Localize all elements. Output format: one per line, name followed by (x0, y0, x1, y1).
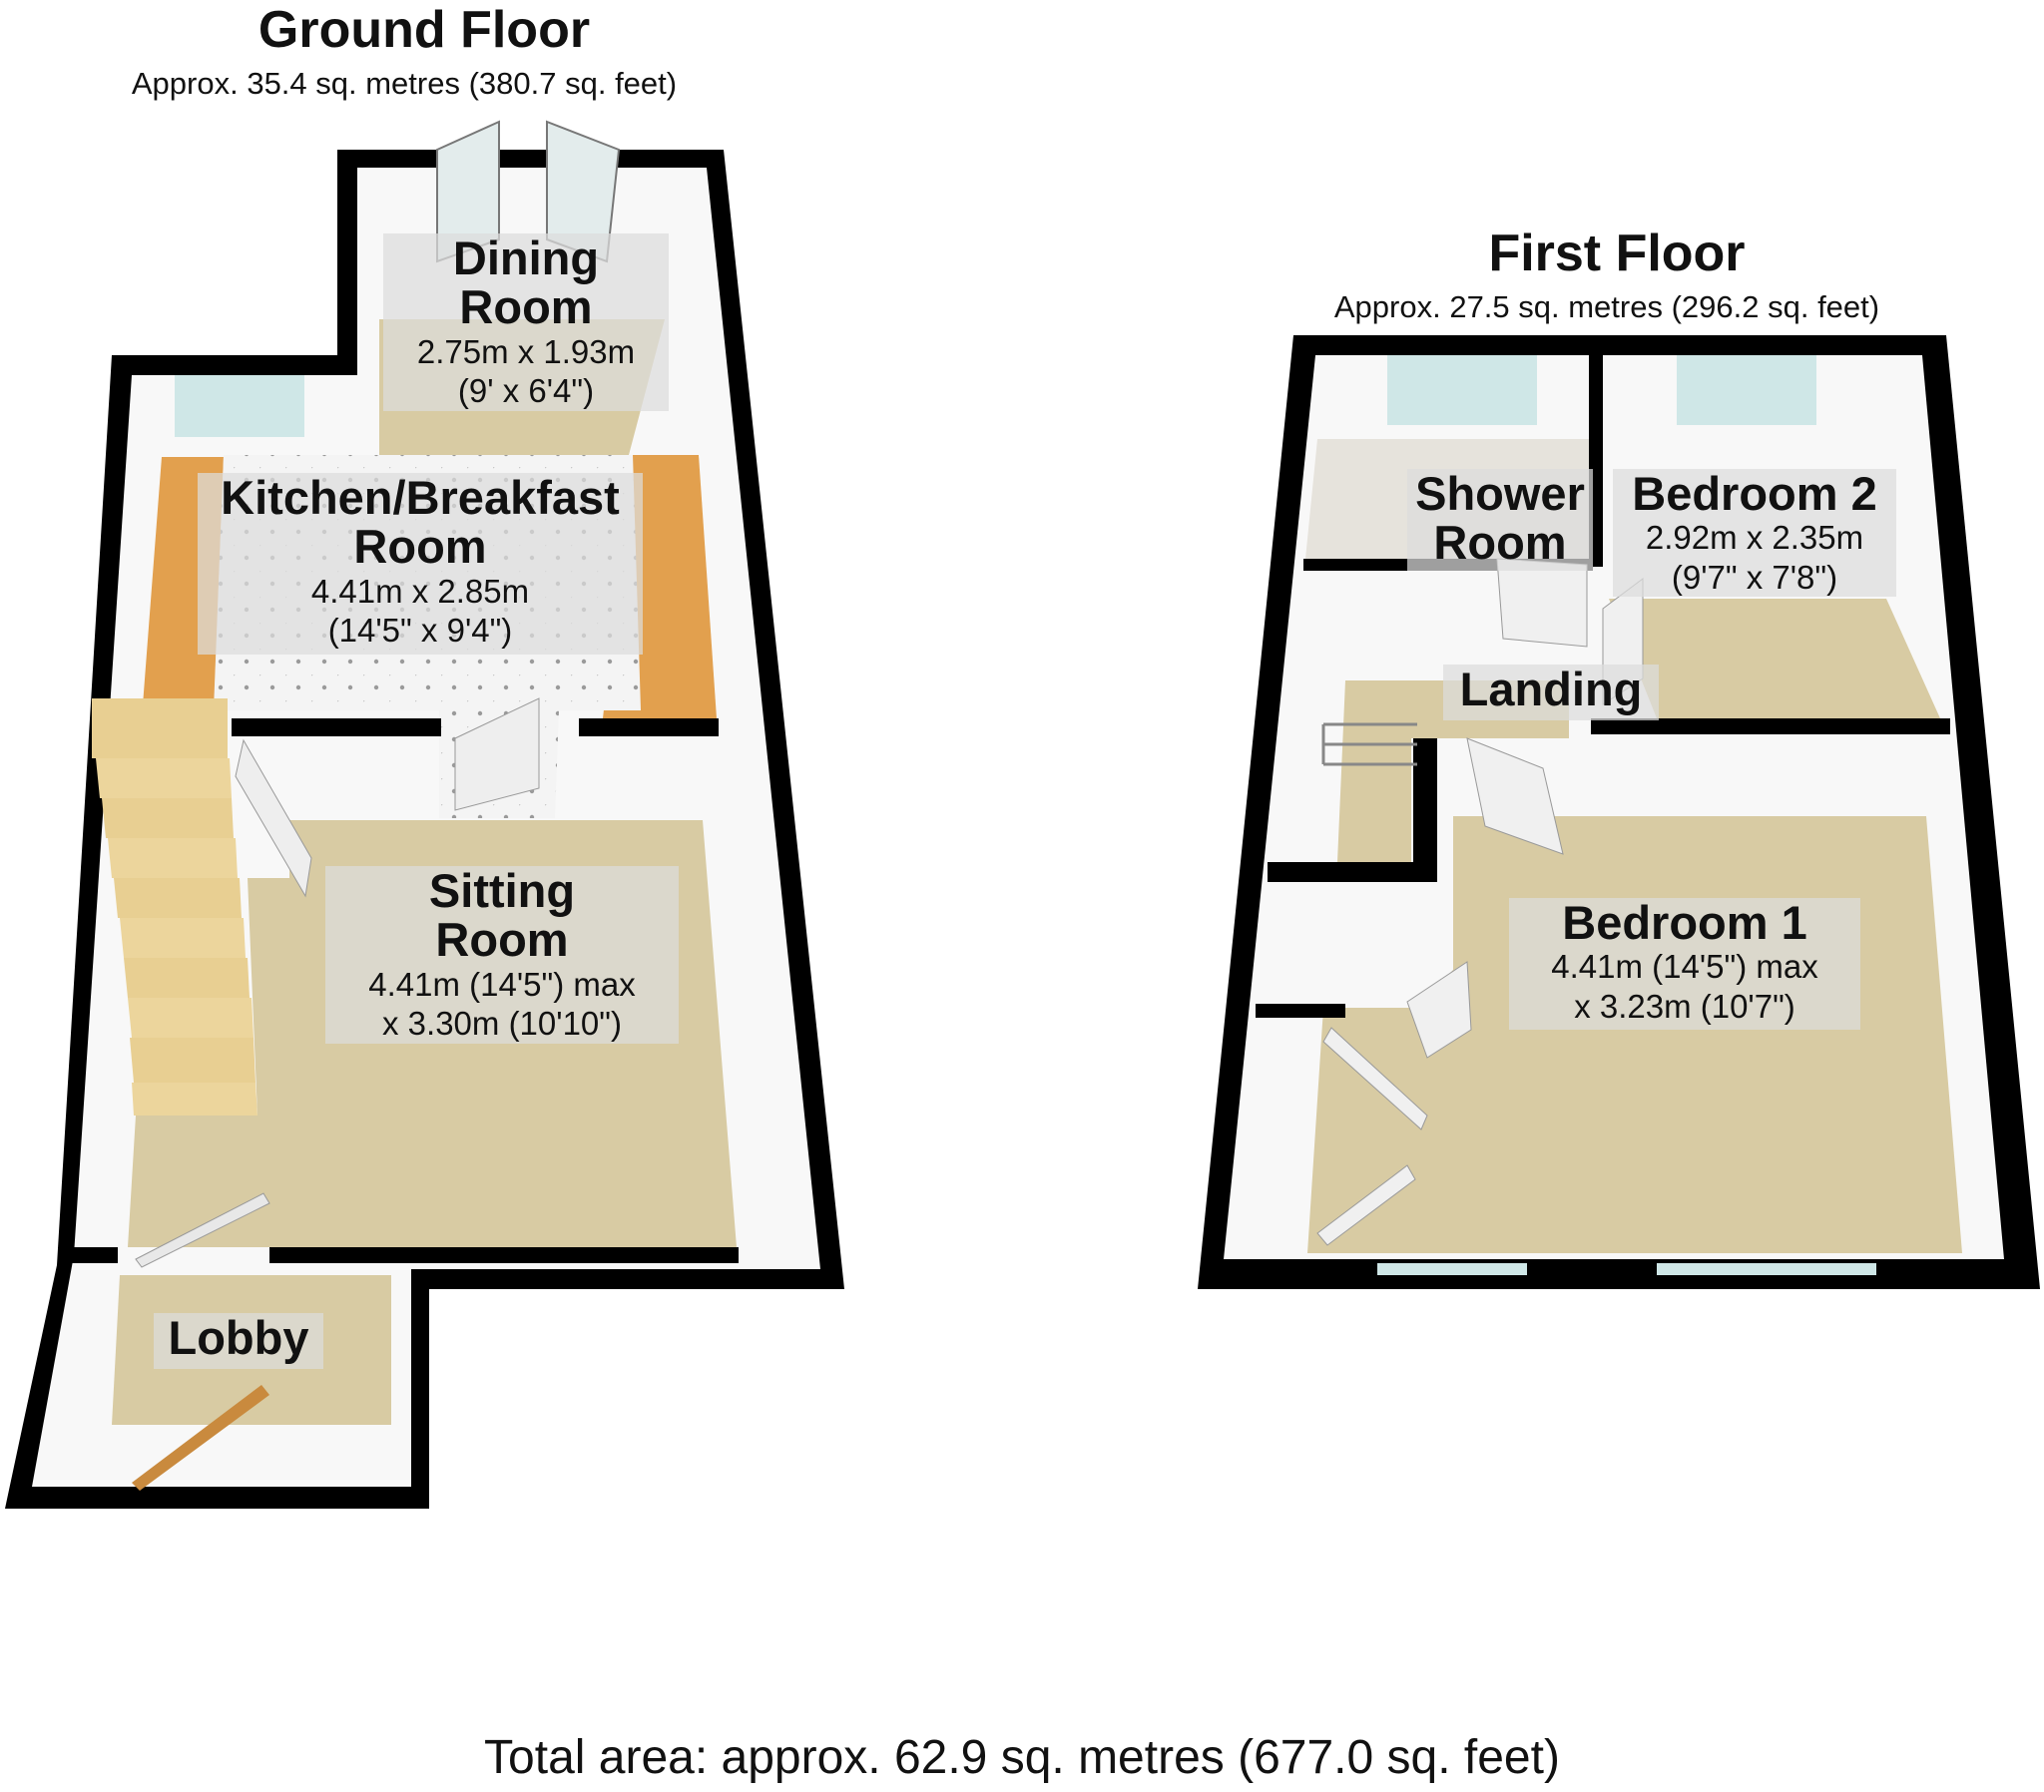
ground-floor-title: Ground Floor (257, 1, 591, 59)
dining-room-dims-metric: 2.75m x 1.93m (416, 332, 636, 370)
kitchen-door (454, 697, 540, 811)
lobby-inner-door (135, 1192, 270, 1268)
bedroom-1-door (1466, 737, 1564, 855)
bedroom-1-window-right (1657, 1263, 1876, 1275)
dining-room-label: Dining Room 2.75m x 1.93m (9' x 6'4") (383, 233, 669, 411)
kitchen-dims-imperial: (14'5" x 9'4") (327, 612, 513, 650)
wardrobe-door-1 (1406, 961, 1472, 1059)
bedroom-2-name: Bedroom 2 (1632, 467, 1877, 520)
dining-room-dims-imperial: (9' x 6'4") (457, 372, 595, 410)
dining-room-name: Dining Room (452, 231, 600, 334)
bedroom-1-dims-line1: 4.41m (14'5") max (1551, 948, 1818, 986)
kitchen-dims-metric: 4.41m x 2.85m (310, 572, 530, 610)
bedroom-2-window (1677, 355, 1816, 425)
sitting-room-dims-line1: 4.41m (14'5") max (368, 965, 636, 1003)
landing-label: Landing (1443, 665, 1659, 720)
landing-banister (1321, 722, 1417, 766)
bedroom-2-dims-metric: 2.92m x 2.35m (1645, 519, 1864, 557)
shower-room-name: Shower Room (1415, 467, 1585, 570)
stair-door (235, 738, 312, 898)
bedroom-1-name: Bedroom 1 (1562, 896, 1807, 949)
landing-name: Landing (1459, 663, 1643, 715)
kitchen-label: Kitchen/Breakfast Room 4.41m x 2.85m (14… (198, 473, 643, 655)
kitchen-sitting-partition-right (579, 718, 719, 736)
lobby-name: Lobby (168, 1311, 309, 1364)
staircase (92, 698, 257, 1116)
bedroom-2-dims-imperial: (9'7" x 7'8") (1671, 558, 1838, 596)
lobby-left-partition (58, 1247, 118, 1263)
landing-to-bedroom1-wall (1268, 738, 1437, 882)
bedroom-2-label: Bedroom 2 2.92m x 2.35m (9'7" x 7'8") (1613, 469, 1896, 597)
first-floor-area: Approx. 27.5 sq. metres (296.2 sq. feet) (1333, 289, 1880, 324)
shower-room-window (1387, 355, 1537, 425)
total-area: Total area: approx. 62.9 sq. metres (677… (484, 1731, 1560, 1784)
bedroom-1-dims-line2: x 3.23m (10'7") (1574, 987, 1795, 1025)
wardrobe-partition (1256, 1004, 1345, 1018)
bedroom-1-window-left (1377, 1263, 1527, 1275)
lobby-front-door (132, 1385, 269, 1491)
kitchen-sitting-partition (232, 718, 441, 736)
bedroom2-bottom-partition (1591, 718, 1950, 734)
first-floor-title: First Floor (1488, 224, 1746, 282)
bedroom-1-label: Bedroom 1 4.41m (14'5") max x 3.23m (10'… (1509, 898, 1860, 1030)
shower-room-label: Shower Room (1407, 469, 1593, 571)
sitting-room-dims-line2: x 3.30m (10'10") (382, 1005, 622, 1043)
wardrobe-door-3 (1316, 1164, 1416, 1246)
bedroom-2-floor (1609, 599, 1940, 718)
sitting-room-label: Sitting Room 4.41m (14'5") max x 3.30m (… (325, 866, 679, 1044)
shower-room-door (1496, 558, 1588, 648)
kitchen-window (175, 375, 304, 437)
kitchen-name: Kitchen/Breakfast Room (221, 471, 620, 574)
sitting-room-name: Sitting Room (428, 864, 576, 967)
sitting-lobby-partition (269, 1247, 739, 1263)
ground-floor-area: Approx. 35.4 sq. metres (380.7 sq. feet) (131, 66, 678, 101)
lobby-label: Lobby (154, 1313, 323, 1369)
wardrobe-door-2 (1322, 1027, 1428, 1130)
